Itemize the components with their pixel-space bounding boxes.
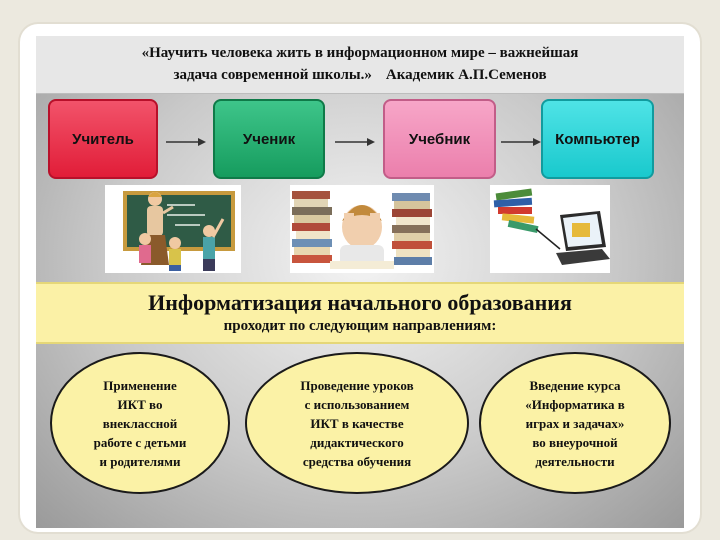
direction-line: средства обучения: [302, 453, 412, 469]
direction-line: Введение курса: [529, 377, 621, 393]
direction-line: и родителями: [99, 453, 181, 469]
flow-box-textbook: Учебник: [383, 99, 496, 179]
banner-subtitle: проходит по следующим направлениям:: [223, 318, 497, 334]
direction-text: Применение ИКТ во внеклассной работе с д…: [76, 376, 205, 471]
quote-line-2-text: задача современной школы.»: [173, 67, 372, 83]
direction-ellipse-1: Применение ИКТ во внеклассной работе с д…: [50, 352, 230, 494]
direction-line: с использованием: [304, 396, 410, 412]
flow-box-student: Ученик: [213, 99, 325, 179]
flow-arrow-icon: [335, 138, 375, 146]
quote-header: «Научить человека жить в информационном …: [36, 36, 684, 94]
direction-line: «Информатика в: [525, 396, 625, 412]
banner-title: Информатизация начального образования: [148, 290, 572, 315]
flow-arrow-icon: [166, 138, 206, 146]
direction-line: Проведение уроков: [300, 377, 414, 393]
direction-text: Проведение уроков с использованием ИКТ в…: [282, 376, 431, 471]
quote-line-1: «Научить человека жить в информационном …: [141, 45, 579, 61]
direction-ellipse-3: Введение курса «Информатика в играх и за…: [479, 352, 671, 494]
quote-line-2: задача современной школы.» Академик А.П.С…: [52, 64, 668, 86]
direction-line: дидактического: [310, 434, 404, 450]
direction-line: внеклассной: [102, 415, 178, 431]
direction-line: Применение: [103, 377, 177, 393]
flow-box-teacher: Учитель: [48, 99, 158, 179]
direction-line: играх и задачах»: [525, 415, 625, 431]
direction-line: во внеурочной: [532, 434, 618, 450]
direction-line: ИКТ во: [117, 396, 163, 412]
books-and-laptop-image: [490, 185, 610, 273]
direction-text: Введение курса «Информатика в играх и за…: [507, 376, 643, 471]
flow-box-computer: Компьютер: [541, 99, 654, 179]
main-banner: Информатизация начального образования пр…: [36, 282, 684, 344]
quote-author: Академик А.П.Семенов: [385, 67, 547, 83]
flow-arrow-icon: [501, 138, 541, 146]
direction-line: работе с детьми: [93, 434, 187, 450]
direction-line: ИКТ в качестве: [310, 415, 404, 431]
child-with-books-image: [290, 185, 434, 273]
teacher-classroom-image: [105, 185, 241, 273]
direction-ellipse-2: Проведение уроков с использованием ИКТ в…: [245, 352, 469, 494]
direction-line: деятельности: [535, 453, 615, 469]
